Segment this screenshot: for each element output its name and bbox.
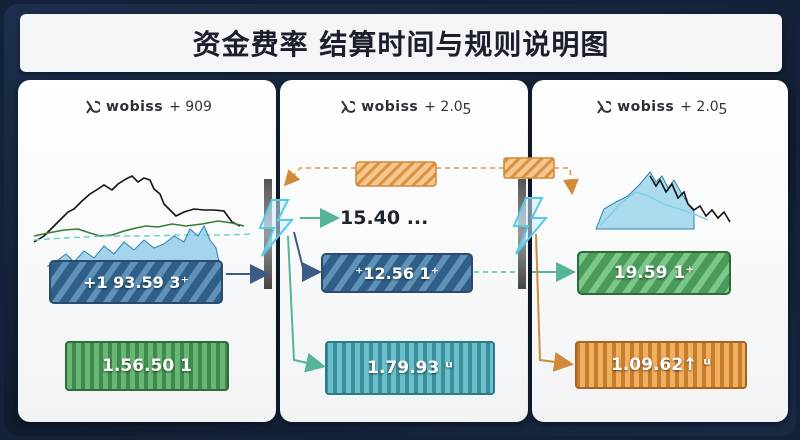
- panel-3-chart: [595, 171, 731, 230]
- logo-icon: [82, 98, 101, 116]
- orange-connectors: [283, 157, 579, 196]
- divider-1: [264, 179, 272, 289]
- panel-1-brand: ᴡobiss: [106, 99, 164, 115]
- lightning-icon: [258, 199, 295, 257]
- p2-bottom-box: [325, 341, 495, 395]
- arrow-icon: [226, 208, 576, 373]
- p2-orange-box: [355, 161, 437, 187]
- panel-2-change: + 2.0ƽ: [424, 99, 471, 115]
- p3-main-value: 19.59 1⁺: [613, 263, 695, 283]
- panel-1-area-chart: [46, 224, 221, 267]
- panel-3-brand: ᴡobiss: [617, 99, 675, 115]
- p1-bottom-value: 1.56.50 1: [102, 356, 192, 376]
- panel-1-change: + 909: [169, 99, 212, 115]
- p3-bottom-value: 1.09.62↑ ᵘ: [611, 355, 711, 375]
- diagram-graphics: [33, 157, 747, 395]
- p1-main-box: [49, 260, 223, 304]
- p2-main-box: [321, 253, 473, 293]
- title-bar: 资金费率 结算时间与规则说明图: [20, 14, 782, 72]
- panel-2-brand: ᴡobiss: [361, 99, 419, 115]
- logo-icon: [337, 98, 356, 116]
- p2-main-value: ⁺12.56 1⁺: [354, 263, 440, 283]
- p3-main-box: [577, 251, 731, 295]
- panel-2-header: ᴡobiss + 2.0ƽ: [280, 98, 528, 116]
- divider-2: [518, 179, 526, 289]
- panel-3-header: ᴡobiss + 2.0ƽ: [532, 98, 788, 116]
- p2-top-value: 15.40 ...: [340, 207, 429, 229]
- p1-bottom-box: [65, 341, 229, 391]
- panel-1-header: ᴡobiss + 909: [18, 98, 276, 116]
- lightning-icon: [512, 197, 549, 255]
- logo-icon: [593, 98, 612, 116]
- p1-main-value: +1 93.59 3⁺: [83, 272, 189, 292]
- p3-bottom-box: [575, 341, 747, 389]
- panel-1-line-chart: [33, 175, 255, 243]
- panel-3-change: + 2.0ƽ: [680, 99, 727, 115]
- p2-bottom-value: 1.79.93 ᵘ: [367, 358, 453, 378]
- diagram-frame: 资金费率 结算时间与规则说明图 ᴡobiss + 909 ᴡobiss + 2.…: [4, 4, 796, 436]
- page-title: 资金费率 结算时间与规则说明图: [192, 28, 610, 61]
